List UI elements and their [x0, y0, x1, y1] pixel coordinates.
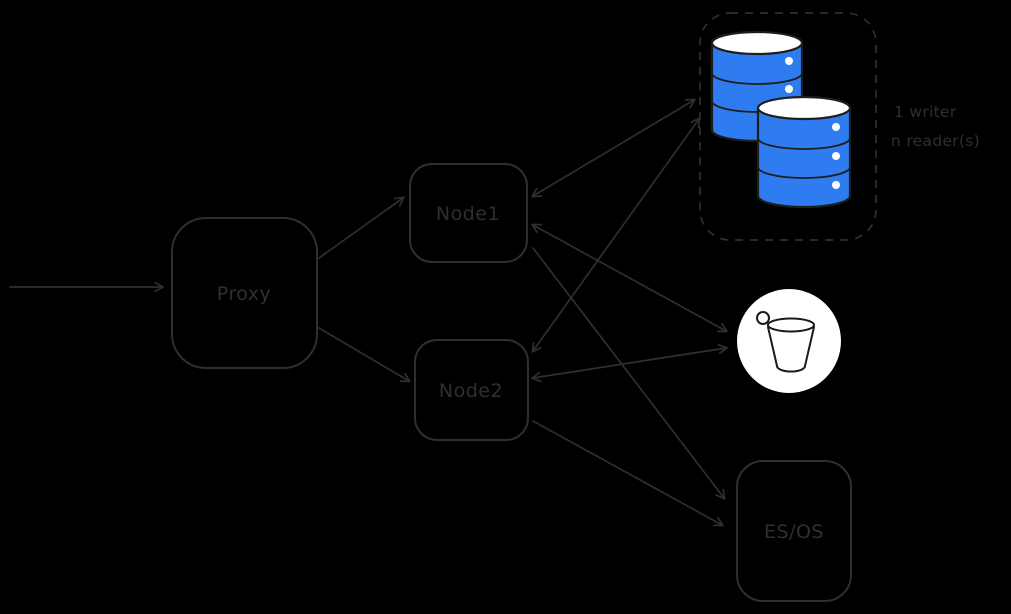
edge-node2-bucket — [531, 343, 728, 383]
proxy-node — [171, 217, 318, 369]
db-annotation-line2: n reader(s) — [891, 132, 980, 150]
db-annotation-line1: 1 writer — [894, 103, 957, 121]
edge-node2-database — [531, 117, 701, 353]
edge-proxy-to-node2 — [318, 327, 411, 383]
bucket-disc — [737, 289, 841, 393]
database-cluster-container — [699, 12, 877, 241]
edge-node1-database — [531, 98, 696, 198]
node2-node — [414, 339, 529, 441]
db-cylinder-front — [756, 95, 852, 209]
node1-node — [409, 163, 528, 263]
database-cylinders-icon — [710, 30, 852, 209]
node1-label: Node1 — [436, 203, 500, 225]
node2-label: Node2 — [439, 380, 503, 402]
proxy-label: Proxy — [217, 283, 272, 305]
edge-node1-bucket — [531, 223, 728, 333]
bucket-icon — [737, 289, 841, 393]
edge-node1-esos — [532, 247, 726, 500]
edge-proxy-to-node1 — [318, 196, 405, 259]
esos-label: ES/OS — [764, 521, 824, 543]
esos-node — [736, 460, 852, 602]
edge-node2-esos — [532, 420, 724, 527]
